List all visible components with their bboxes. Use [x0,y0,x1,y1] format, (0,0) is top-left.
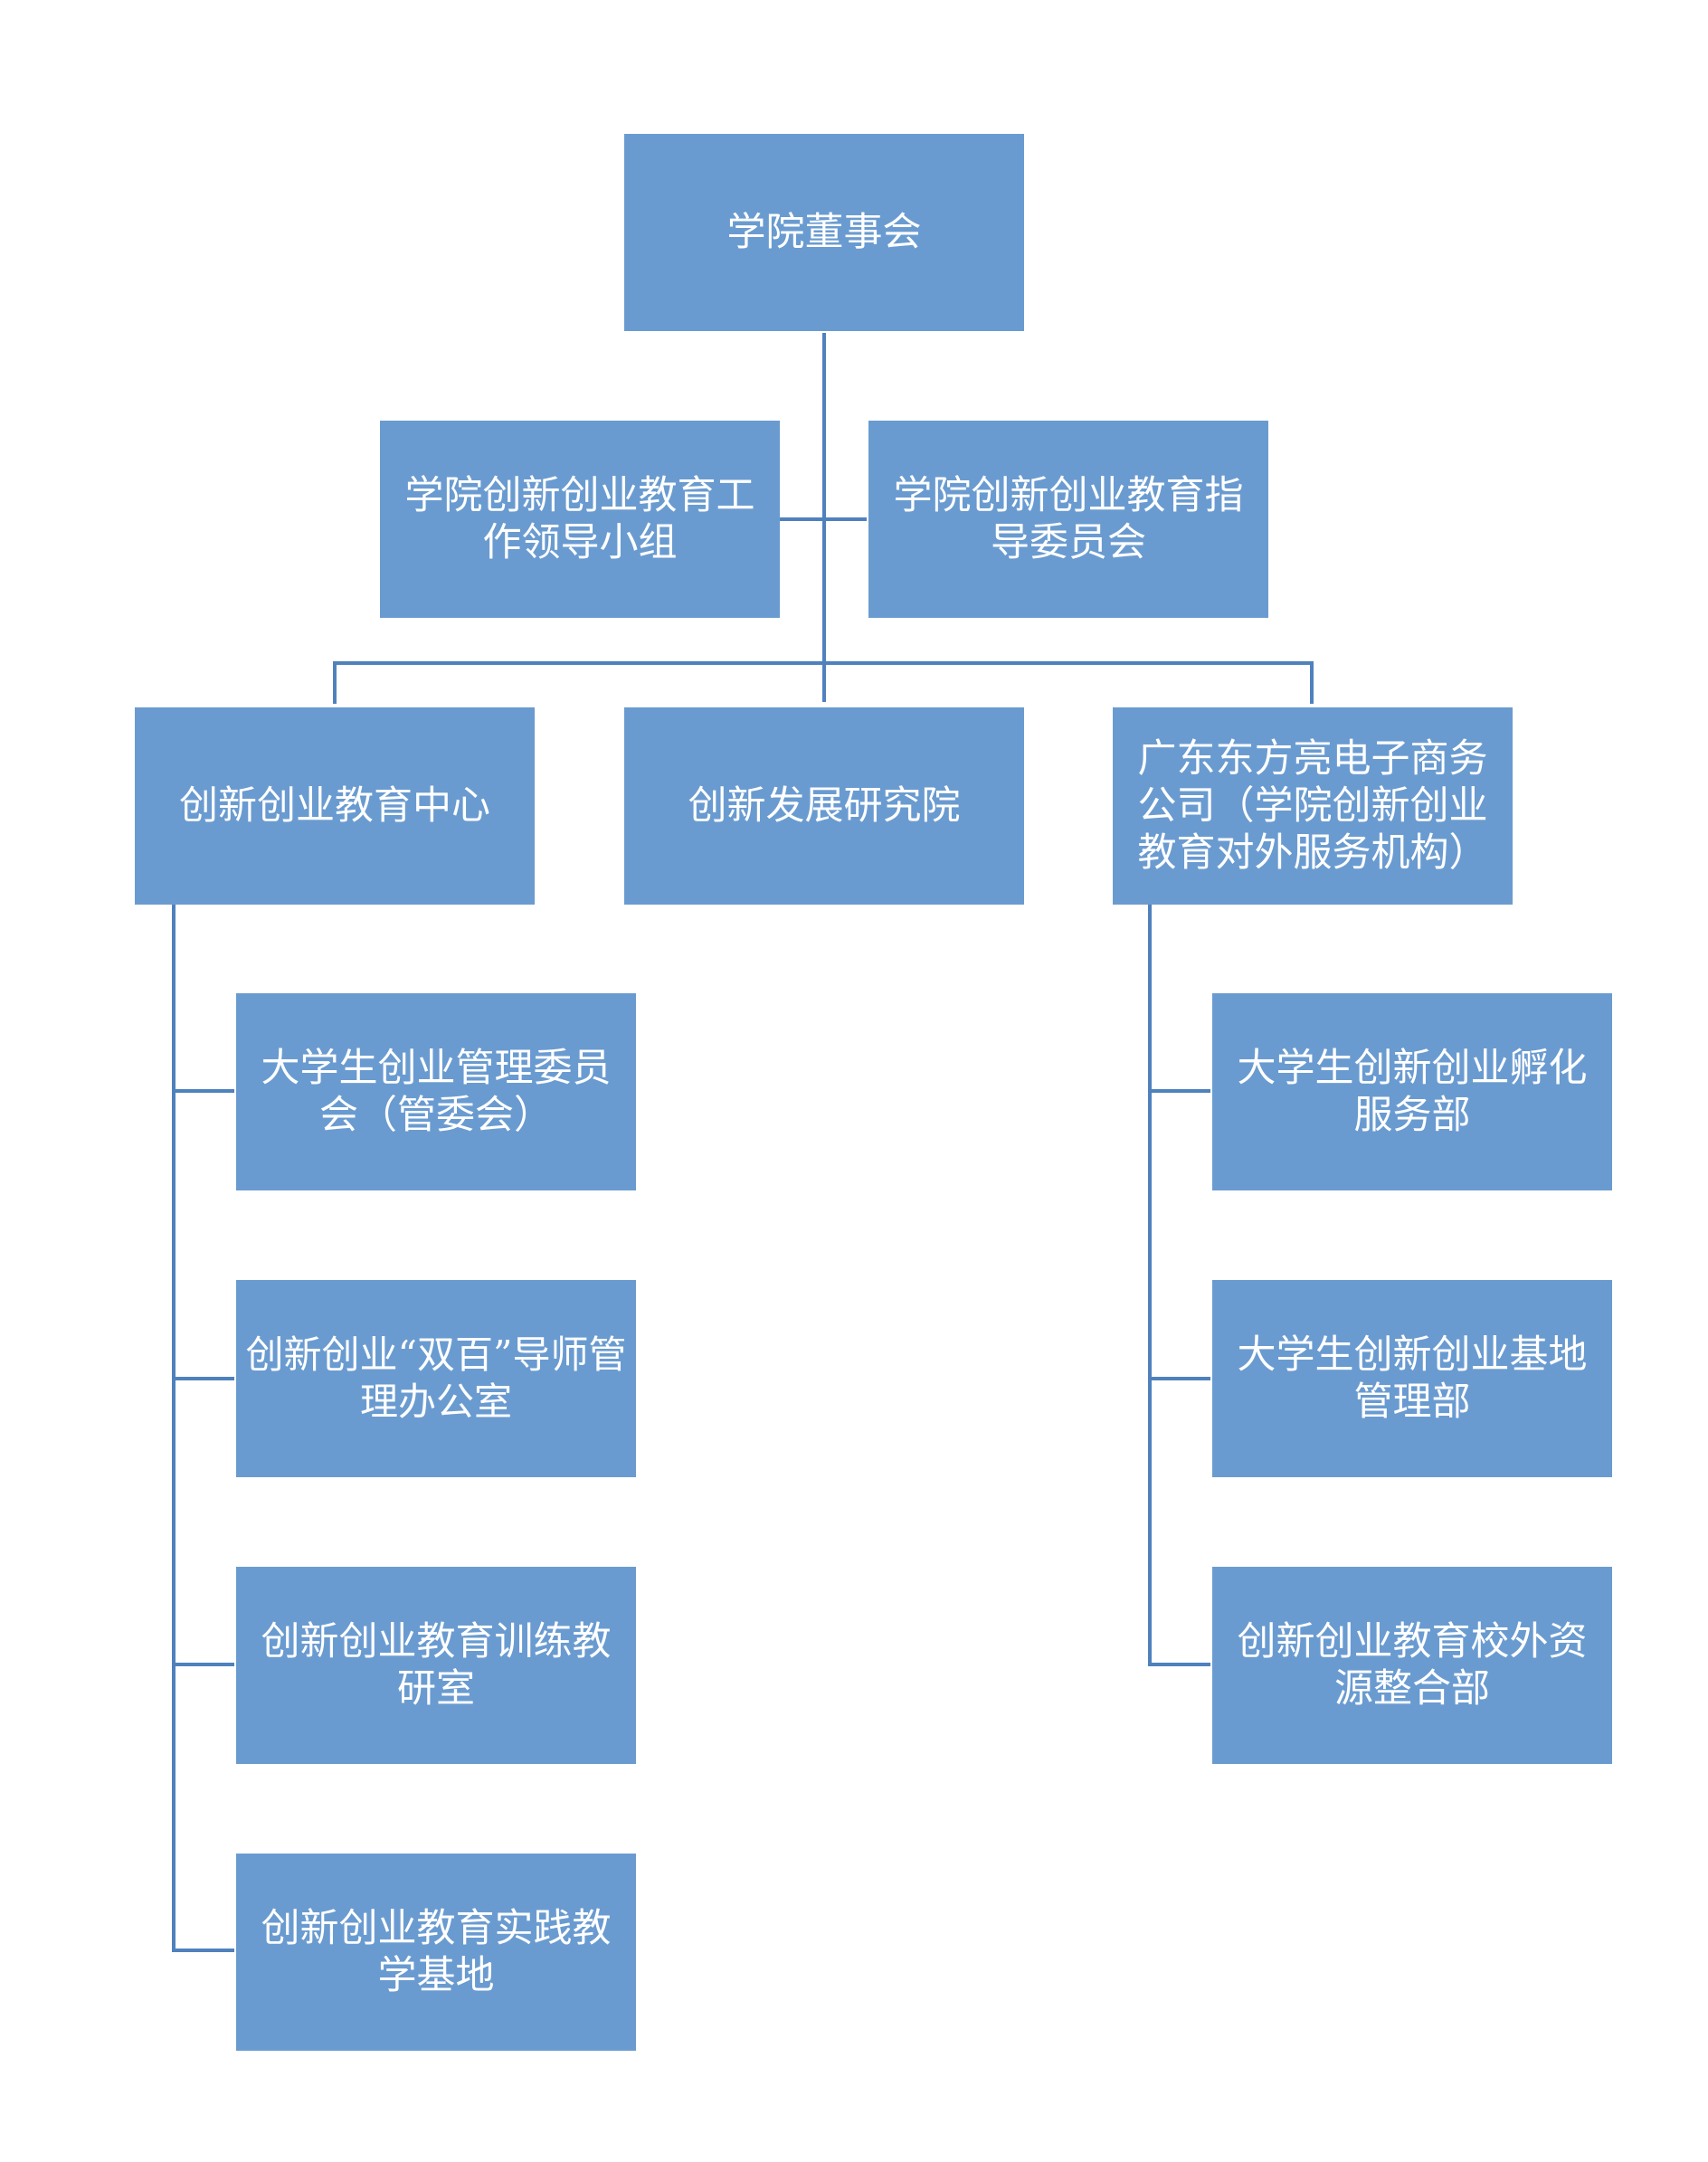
practice-base-label: 创新创业教育实践教 学基地 [261,1906,612,1998]
resource-dept-label: 创新创业教育校外资 源整合部 [1237,1619,1588,1712]
base-management-label: 大学生创新创业基地 管理部 [1237,1332,1588,1425]
mentor-office-node: 创新创业“双百”导师管 理办公室 [236,1280,636,1477]
education-center-label: 创新创业教育中心 [179,783,490,829]
research-institute-label: 创新发展研究院 [688,783,961,829]
training-office-label: 创新创业教育训练教 研室 [261,1619,612,1712]
research-institute-node: 创新发展研究院 [624,707,1024,905]
resource-dept-node: 创新创业教育校外资 源整合部 [1212,1567,1612,1764]
student-committee-node: 大学生创业管理委员 会（管委会） [236,993,636,1190]
board-label: 学院董事会 [726,210,922,255]
leadership-group-node: 学院创新创业教育工 作领导小组 [380,421,780,618]
mentor-office-label: 创新创业“双百”导师管 理办公室 [245,1332,627,1424]
board-node: 学院董事会 [624,134,1024,331]
student-committee-label: 大学生创业管理委员 会（管委会） [261,1046,612,1138]
company-node: 广东东方亮电子商务 公司（学院创新创业 教育对外服务机构） [1113,707,1513,905]
steering-committee-node: 学院创新创业教育指 导委员会 [868,421,1268,618]
training-office-node: 创新创业教育训练教 研室 [236,1567,636,1764]
practice-base-node: 创新创业教育实践教 学基地 [236,1854,636,2051]
incubation-dept-label: 大学生创新创业孵化 服务部 [1237,1046,1588,1138]
company-label: 广东东方亮电子商务 公司（学院创新创业 教育对外服务机构） [1137,736,1488,876]
base-management-node: 大学生创新创业基地 管理部 [1212,1280,1612,1477]
steering-committee-label: 学院创新创业教育指 导委员会 [893,473,1244,565]
education-center-node: 创新创业教育中心 [135,707,535,905]
incubation-dept-node: 大学生创新创业孵化 服务部 [1212,993,1612,1190]
leadership-group-label: 学院创新创业教育工 作领导小组 [404,473,755,565]
